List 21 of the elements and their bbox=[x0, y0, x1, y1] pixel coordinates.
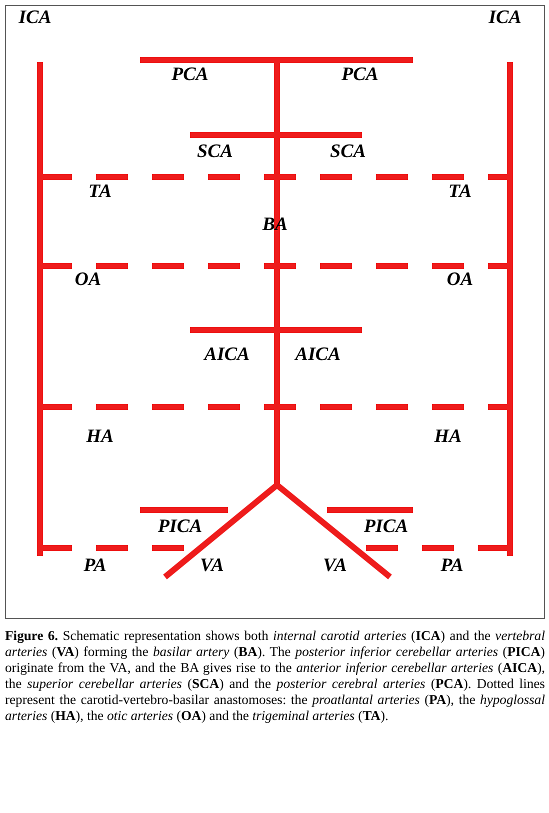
artery-label: SCA bbox=[330, 141, 366, 163]
artery-label: ICA bbox=[488, 7, 522, 29]
artery-label: PCA bbox=[342, 64, 378, 86]
artery-label: PCA bbox=[172, 64, 208, 86]
artery-label: HA bbox=[434, 426, 462, 448]
artery-label: VA bbox=[323, 555, 347, 577]
artery-label: VA bbox=[200, 555, 224, 577]
artery-label: ICA bbox=[18, 7, 52, 29]
artery-label: PA bbox=[440, 555, 464, 577]
artery-label: SCA bbox=[197, 141, 233, 163]
artery-label: PICA bbox=[158, 516, 202, 538]
artery-label: HA bbox=[86, 426, 114, 448]
artery-label: TA bbox=[448, 181, 472, 203]
artery-label: OA bbox=[446, 269, 474, 291]
artery-label: AICA bbox=[204, 344, 250, 366]
artery-label: PICA bbox=[364, 516, 408, 538]
artery-label: TA bbox=[88, 181, 112, 203]
figure-caption: Figure 6. Schematic representation shows both internal carotid arteries (ICA) and the vertebral arteries (VA) forming the basilar artery (BA). The posterior inferior cerebellar arteries (PICA) originate from the VA, and the BA gives rise to the anterior inferior cerebellar arteries (AICA), the superior cerebellar arteries (SCA) and the posterior cerebral arteries (PCA). Dotted lines represent the carotid-vertebro-basilar anastomoses: the proatlantal arteries (PA), the hypoglossal arteries (HA), the otic arteries (OA) and the trigeminal arteries (TA). bbox=[5, 628, 545, 724]
artery-label: OA bbox=[74, 269, 102, 291]
artery-label: AICA bbox=[295, 344, 341, 366]
artery-label: PA bbox=[84, 555, 106, 577]
